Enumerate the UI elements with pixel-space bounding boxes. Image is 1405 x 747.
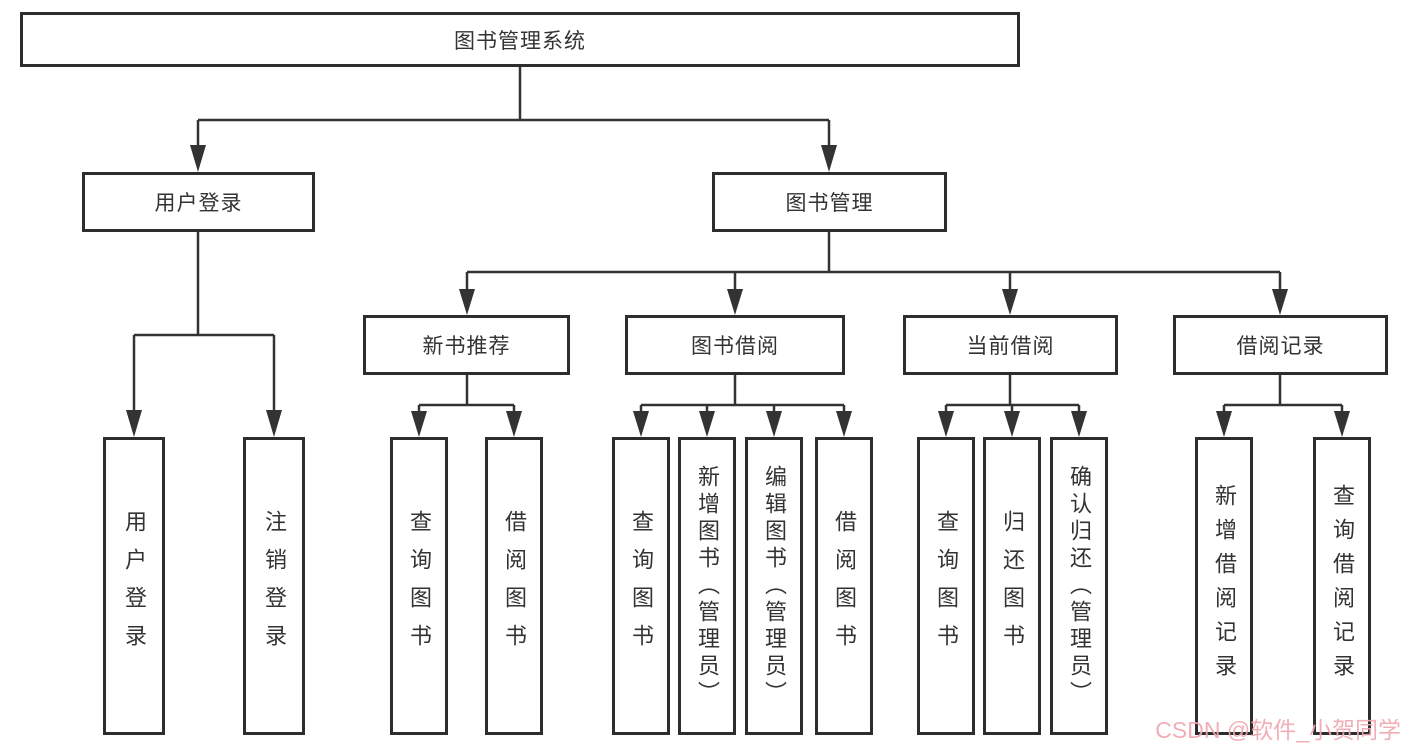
node-leaf-query-books-recommend: 查询图书 <box>390 437 448 735</box>
node-label: 归还图书 <box>1000 510 1025 662</box>
arrow-down-icon <box>126 410 142 437</box>
arrow-down-icon <box>1002 289 1018 315</box>
node-label: 借阅记录 <box>1236 335 1325 358</box>
arrow-down-icon <box>190 145 206 172</box>
arrow-down-icon <box>766 411 782 437</box>
arrow-down-icon <box>459 289 475 315</box>
arrow-down-icon <box>1216 411 1232 437</box>
node-book-management-branch: 图书管理 <box>712 172 947 232</box>
node-new-book-recommend: 新书推荐 <box>363 315 570 375</box>
node-label: 查询图书 <box>629 510 654 662</box>
node-label: 图书借阅 <box>691 335 779 358</box>
node-label: 图书管理 <box>785 192 874 215</box>
node-label: 新增图书（管理员） <box>695 464 720 708</box>
node-leaf-query-books-current: 查询图书 <box>917 437 975 735</box>
arrow-down-icon <box>266 410 282 437</box>
node-leaf-user-login: 用户登录 <box>103 437 165 735</box>
arrow-down-icon <box>836 411 852 437</box>
connector-strokes <box>132 67 1344 412</box>
arrow-down-icon <box>506 411 522 437</box>
arrow-down-icon <box>699 411 715 437</box>
node-leaf-borrow-books-recommend: 借阅图书 <box>485 437 543 735</box>
node-borrow-records: 借阅记录 <box>1173 315 1388 375</box>
node-user-login-branch: 用户登录 <box>82 172 315 232</box>
arrow-down-icon <box>411 411 427 437</box>
connector-user-bus <box>132 232 276 412</box>
node-leaf-return-books: 归还图书 <box>983 437 1041 735</box>
node-leaf-query-books-borrow: 查询图书 <box>612 437 670 735</box>
watermark-text: CSDN @软件_小贺同学 <box>1155 717 1401 743</box>
arrowheads <box>126 145 1350 437</box>
arrow-down-icon <box>727 289 743 315</box>
node-label: 查询借阅记录 <box>1330 484 1355 688</box>
connector-current-bus <box>944 375 1081 412</box>
node-label: 新书推荐 <box>422 335 511 358</box>
node-leaf-add-borrow-record: 新增借阅记录 <box>1195 437 1253 735</box>
node-label: 确认归还（管理员） <box>1067 464 1092 708</box>
node-leaf-edit-books-admin: 编辑图书（管理员） <box>745 437 803 735</box>
connector-recommend-bus <box>417 375 516 412</box>
arrow-down-icon <box>1071 411 1087 437</box>
arrow-down-icon <box>821 145 837 172</box>
node-root-library-system: 图书管理系统 <box>20 12 1020 67</box>
node-label: 借阅图书 <box>502 510 527 662</box>
node-label: 查询图书 <box>407 510 432 662</box>
node-current-borrow: 当前借阅 <box>903 315 1118 375</box>
node-leaf-borrow-books: 借阅图书 <box>815 437 873 735</box>
node-leaf-add-books-admin: 新增图书（管理员） <box>678 437 736 735</box>
node-label: 编辑图书（管理员） <box>762 464 787 708</box>
arrow-down-icon <box>1272 289 1288 315</box>
arrow-down-icon <box>1334 411 1350 437</box>
arrow-down-icon <box>938 411 954 437</box>
node-label: 新增借阅记录 <box>1212 484 1237 688</box>
node-leaf-confirm-return-admin: 确认归还（管理员） <box>1050 437 1108 735</box>
node-label: 用户登录 <box>122 510 147 662</box>
node-label: 查询图书 <box>934 510 959 662</box>
connector-book-bus <box>465 232 1282 290</box>
node-label: 借阅图书 <box>832 510 857 662</box>
node-leaf-query-borrow-record: 查询借阅记录 <box>1313 437 1371 735</box>
node-label: 当前借阅 <box>966 335 1055 358</box>
arrow-down-icon <box>1004 411 1020 437</box>
connector-records-bus <box>1222 375 1344 412</box>
connector-borrow-bus <box>639 375 846 412</box>
node-label: 用户登录 <box>154 192 243 215</box>
node-label: 注销登录 <box>262 510 287 662</box>
connector-root-bus <box>196 67 831 146</box>
node-leaf-logout: 注销登录 <box>243 437 305 735</box>
arrow-down-icon <box>633 411 649 437</box>
node-label: 图书管理系统 <box>454 29 586 53</box>
node-book-borrow: 图书借阅 <box>625 315 845 375</box>
